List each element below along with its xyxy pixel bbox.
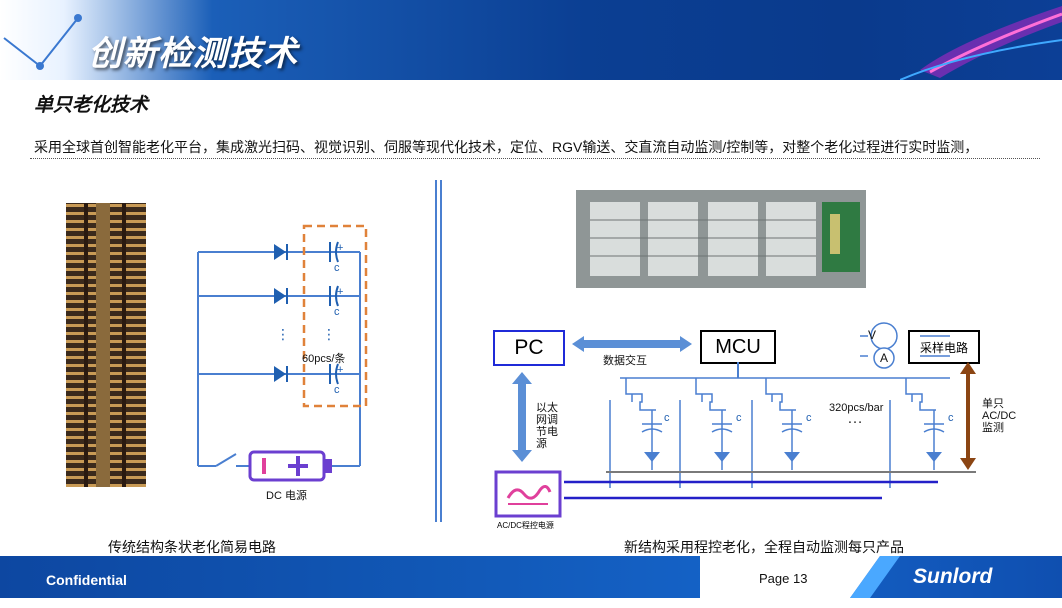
capacitor-plus-2: + — [337, 286, 344, 298]
cap-c-1: c — [664, 412, 670, 424]
capacitor-label-2: c — [334, 306, 340, 318]
capacitor-dots: ⋮ — [322, 326, 336, 342]
voltmeter-label: V — [868, 328, 877, 342]
left-diagram-caption: 传统结构条状老化简易电路 — [108, 539, 276, 555]
dc-power-label: DC 电源 — [266, 490, 307, 502]
right-circuit-diagram — [494, 322, 976, 518]
pcs-per-bar-label: 320pcs/bar — [829, 402, 884, 414]
header-banner — [0, 0, 1062, 80]
section-subtitle: 单只老化技术 — [34, 95, 149, 116]
pc-box: PC — [493, 330, 565, 366]
section-description: 采用全球首创智能老化平台，集成激光扫码、视觉识别、伺服等现代化技术，定位、RGV… — [34, 139, 979, 155]
center-divider-1 — [435, 180, 437, 522]
page-number: Page 13 — [759, 571, 808, 586]
mcu-box: MCU — [700, 330, 776, 364]
cap-c-3: c — [806, 412, 812, 424]
capacitor-label-1: c — [334, 262, 340, 274]
component-strip-photo — [66, 203, 146, 487]
cap-c-2: c — [736, 412, 742, 424]
ethernet-line-2: 网调 — [536, 414, 558, 426]
footer-bottom-strip — [0, 598, 1062, 608]
confidential-label: Confidential — [46, 572, 127, 588]
dotted-divider — [30, 158, 1040, 159]
left-circuit-diagram — [197, 224, 368, 482]
monitor-line-2: AC/DC — [982, 410, 1017, 422]
acdc-supply-label: AC/DC程控电源 — [497, 521, 554, 530]
capacitor-plus-1: + — [337, 242, 344, 254]
brand-logo: Sunlord — [913, 565, 993, 588]
ethernet-label: 以太 网调 节电 源 — [536, 402, 558, 450]
single-acdc-monitor-label: 单只 AC/DC 监测 — [982, 398, 1016, 434]
monitor-line-1: 单只 — [982, 398, 1004, 410]
ethernet-line-1: 以太 — [536, 402, 558, 414]
pcs-per-strip-label: 60pcs/条 — [302, 353, 346, 365]
monitor-line-3: 监测 — [982, 422, 1004, 434]
capacitor-label-3: c — [334, 384, 340, 396]
data-exchange-label: 数据交互 — [603, 355, 647, 367]
ethernet-line-3: 节电 — [536, 426, 558, 438]
chart-line-icon — [3, 14, 82, 70]
ammeter-label: A — [880, 351, 889, 365]
page-title: 创新检测技术 — [88, 35, 298, 73]
train-icon — [900, 6, 1062, 80]
burn-in-board-photo — [576, 190, 866, 288]
footer-accent-shape — [700, 556, 900, 598]
cap-c-4: c — [948, 412, 954, 424]
center-divider-2 — [440, 180, 442, 522]
diode-dots: ⋮ — [276, 326, 290, 342]
right-diagram-caption: 新结构采用程控老化，全程自动监测每只产品 — [624, 539, 904, 555]
capacitor-plus-3: + — [337, 364, 344, 376]
ethernet-line-4: 源 — [536, 438, 547, 450]
ellipsis-label: … — [847, 410, 863, 427]
